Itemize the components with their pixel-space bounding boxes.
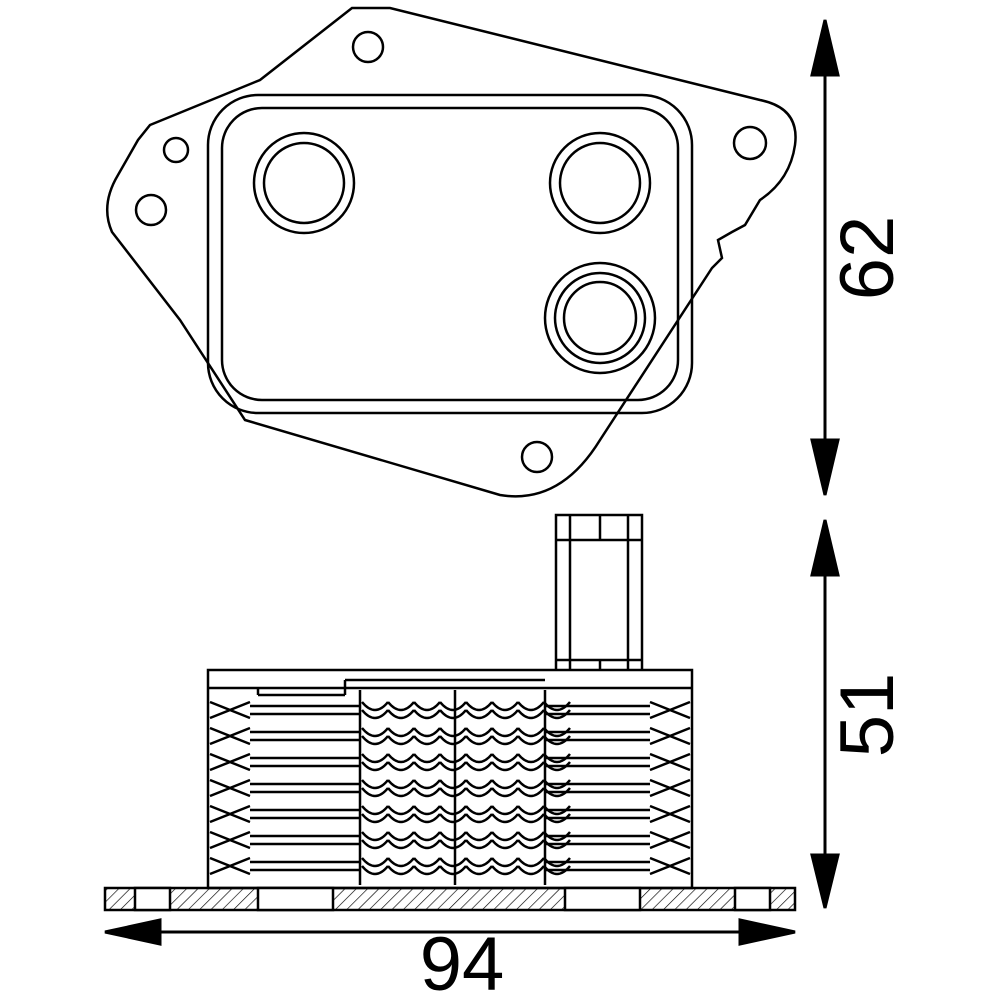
- bolt-hole: [732, 125, 768, 161]
- fin-edge: [209, 726, 251, 746]
- bolt-hole: [134, 193, 168, 227]
- flange-outline: [105, 6, 797, 498]
- fin-plate: [545, 730, 650, 742]
- port-left: [252, 131, 356, 235]
- top-view: [105, 6, 797, 498]
- fin-corrugation: [361, 701, 571, 720]
- fin-edge: [649, 752, 691, 772]
- fin-plate: [250, 782, 360, 794]
- fin-corrugation: [361, 779, 571, 798]
- cooler-plate-inner: [220, 106, 680, 402]
- arrow-right-icon: [738, 918, 796, 946]
- bolt-hole: [520, 440, 554, 474]
- fin-plate: [545, 756, 650, 768]
- fin-corrugation: [361, 857, 571, 876]
- fin-edge: [649, 856, 691, 876]
- dimension-label-height-top: 62: [825, 216, 910, 301]
- port-right: [548, 131, 652, 235]
- fin-corrugation: [361, 727, 571, 746]
- arrow-up-icon: [810, 519, 840, 577]
- port-right-inner: [558, 141, 642, 225]
- arrow-down-icon: [810, 438, 840, 496]
- dimension-lines: [104, 19, 840, 946]
- cooler-plate-outer: [206, 93, 694, 415]
- fin-plate: [545, 860, 650, 872]
- fin-edge: [649, 830, 691, 850]
- fin-plate: [545, 808, 650, 820]
- port-fitting-mid: [553, 271, 647, 365]
- fin-plate: [250, 730, 360, 742]
- fin-edge: [649, 778, 691, 798]
- bolt-hole: [351, 30, 385, 64]
- fin-edge: [209, 804, 251, 824]
- fin-edge: [649, 804, 691, 824]
- fin-edge: [209, 830, 251, 850]
- base-flange: [103, 886, 797, 912]
- cooling-fins: [209, 690, 691, 885]
- fin-edge: [649, 700, 691, 720]
- fin-plate: [250, 756, 360, 768]
- fin-edge: [209, 752, 251, 772]
- arrow-down-icon: [810, 853, 840, 909]
- fin-edge: [209, 778, 251, 798]
- dimension-label-width: 94: [420, 922, 505, 1000]
- port-fitting-inner: [562, 280, 638, 356]
- port-fitting: [543, 261, 657, 375]
- fin-plate: [545, 834, 650, 846]
- fin-plate: [545, 704, 650, 716]
- arrow-left-icon: [104, 918, 162, 946]
- plate-stack-body: [206, 668, 694, 890]
- dimension-label-height-side: 51: [825, 673, 910, 758]
- port-left-inner: [262, 141, 346, 225]
- bolt-hole: [162, 136, 190, 164]
- fin-plate: [250, 860, 360, 872]
- side-view: [103, 513, 797, 912]
- fin-plate: [250, 834, 360, 846]
- fin-plate: [545, 782, 650, 794]
- fin-plate: [250, 704, 360, 716]
- fin-corrugation: [361, 805, 571, 824]
- arrow-up-icon: [810, 19, 840, 77]
- fin-plate: [250, 808, 360, 820]
- fin-edge: [209, 856, 251, 876]
- fin-edge: [649, 726, 691, 746]
- fin-corrugation: [361, 831, 571, 850]
- fin-edge: [209, 700, 251, 720]
- fin-corrugation: [361, 753, 571, 772]
